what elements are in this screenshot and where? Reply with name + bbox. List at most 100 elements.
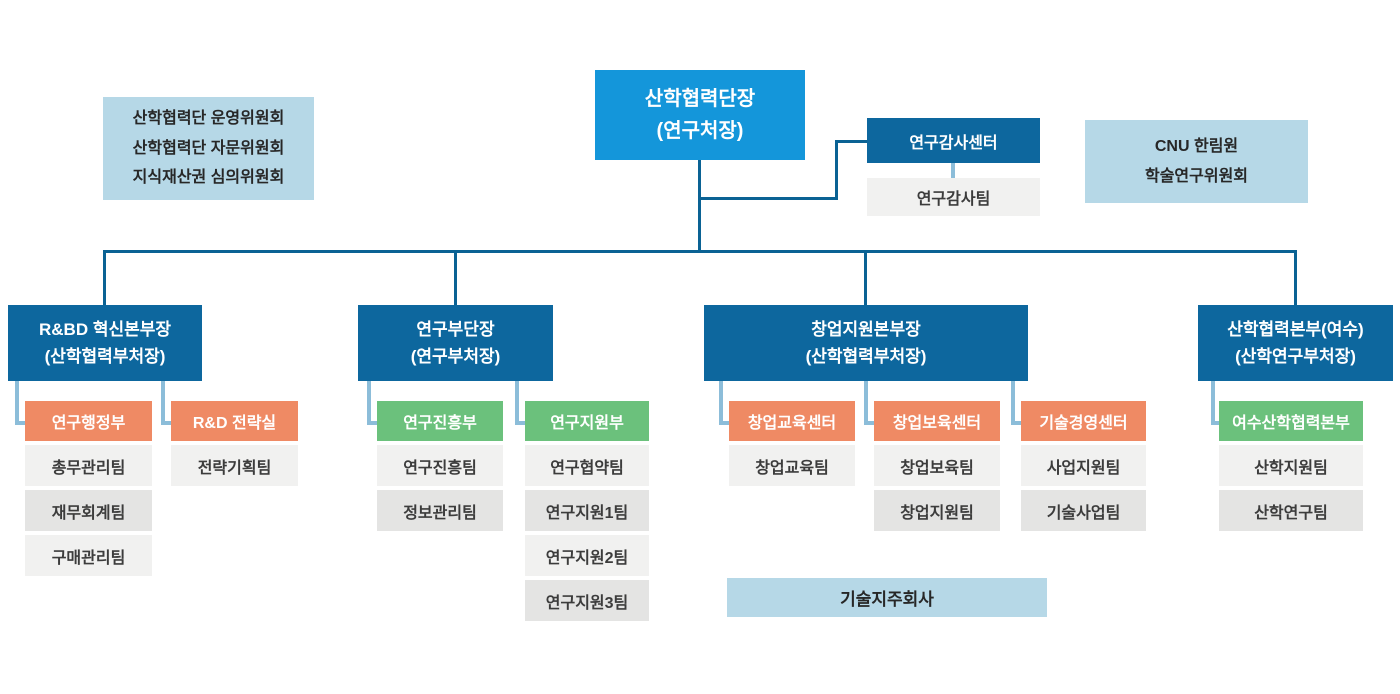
top-box-title-line1: 산학협력단장	[644, 88, 756, 110]
team-label: 연구지원2팀	[545, 549, 629, 567]
department-label: R&D 전략실	[192, 415, 277, 432]
connector-dept	[515, 381, 519, 425]
team-label: 창업보육팀	[900, 459, 974, 477]
team-row: 총무관리팀	[25, 445, 152, 486]
connector-audit-stub	[835, 140, 867, 143]
department-column: 여수산학협력본부 산학지원팀 산학연구팀	[1219, 401, 1363, 531]
team-row: 정보관리팀	[377, 490, 503, 531]
connector-top-vertical	[698, 160, 701, 252]
department-header: 여수산학협력본부	[1219, 401, 1363, 441]
tech-holding-label: 기술지주회사	[840, 590, 934, 609]
department-column: R&D 전략실 전략기획팀	[171, 401, 298, 486]
connector-branch4-vertical	[1294, 250, 1297, 305]
team-label: 산학연구팀	[1254, 504, 1328, 522]
branch-title-line2: (연구부처장)	[410, 347, 501, 366]
department-column: 창업교육센터 창업교육팀	[729, 401, 855, 486]
connector-dept	[864, 381, 868, 425]
audit-team-row: 연구감사팀	[867, 178, 1040, 216]
team-label: 총무관리팀	[51, 459, 126, 477]
team-row: 산학지원팀	[1219, 445, 1363, 486]
branch-title-line2: (산학협력부처장)	[805, 347, 927, 366]
team-label: 구매관리팀	[51, 549, 126, 567]
department-header: 연구지원부	[525, 401, 649, 441]
branch-head-box: R&BD 혁신본부장 (산학협력부처장)	[8, 305, 202, 381]
committee-line: 산학협력단 자문위원회	[132, 139, 285, 157]
department-header: 연구진흥부	[377, 401, 503, 441]
team-row: 사업지원팀	[1021, 445, 1146, 486]
department-column: 연구지원부 연구협약팀 연구지원1팀 연구지원2팀 연구지원3팀	[525, 401, 649, 621]
department-label: 기술경영센터	[1039, 415, 1128, 432]
department-label: 연구진흥부	[403, 415, 477, 432]
committees-box: 산학협력단 운영위원회 산학협력단 자문위원회 지식재산권 심의위원회	[103, 97, 314, 200]
team-row: 연구협약팀	[525, 445, 649, 486]
connector-dept-foot	[1211, 421, 1223, 425]
connector-branch2-vertical	[454, 250, 457, 305]
cnu-box: CNU 한림원 학술연구위원회	[1085, 120, 1308, 203]
team-row: 구매관리팀	[25, 535, 152, 576]
connector-dept	[15, 381, 19, 425]
team-label: 연구진흥팀	[403, 459, 477, 477]
cnu-line2: 학술연구위원회	[1144, 167, 1249, 185]
department-header: 연구행정부	[25, 401, 152, 441]
branch-head-box: 산학협력본부(여수) (산학연구부처장)	[1198, 305, 1393, 381]
team-row: 연구지원2팀	[525, 535, 649, 576]
connector-dept-foot	[1011, 421, 1023, 425]
department-header: 기술경영센터	[1021, 401, 1146, 441]
team-label: 연구협약팀	[550, 459, 624, 477]
team-label: 창업교육팀	[755, 459, 829, 477]
connector-audit-horizontal	[698, 197, 838, 200]
branch-title-line2: (산학협력부처장)	[44, 347, 166, 366]
department-header: R&D 전략실	[171, 401, 298, 441]
connector-dept-foot	[161, 421, 173, 425]
team-row: 연구진흥팀	[377, 445, 503, 486]
team-label: 창업지원팀	[900, 504, 974, 522]
department-label: 창업교육센터	[747, 415, 837, 432]
team-label: 재무회계팀	[51, 504, 126, 522]
branch-title-line1: 연구부단장	[416, 319, 495, 339]
cnu-line1: CNU 한림원	[1154, 137, 1239, 155]
branch-title-line1: R&BD 혁신본부장	[38, 319, 172, 339]
top-box-title-line2: (연구처장)	[656, 120, 744, 142]
department-label: 연구지원부	[550, 415, 624, 432]
branch-head-box: 창업지원본부장 (산학협력부처장)	[704, 305, 1028, 381]
audit-center-box: 연구감사센터	[867, 118, 1040, 163]
committee-line: 산학협력단 운영위원회	[132, 110, 285, 128]
team-row: 전략기획팀	[171, 445, 298, 486]
tech-holding-box: 기술지주회사	[727, 578, 1047, 617]
connector-trunk-horizontal	[103, 250, 1297, 253]
team-row: 재무회계팀	[25, 490, 152, 531]
department-header: 창업보육센터	[874, 401, 1000, 441]
connector-dept	[161, 381, 165, 425]
connector-dept-foot	[367, 421, 379, 425]
team-label: 산학지원팀	[1254, 459, 1328, 477]
team-label: 연구지원3팀	[545, 594, 629, 612]
team-label: 연구지원1팀	[545, 504, 629, 522]
department-label: 연구행정부	[51, 415, 126, 432]
team-label: 전략기획팀	[197, 459, 272, 477]
branch-title-line1: 산학협력본부(여수)	[1227, 319, 1364, 339]
connector-dept	[367, 381, 371, 425]
team-row: 창업교육팀	[729, 445, 855, 486]
connector-branch1-vertical	[103, 250, 106, 305]
department-header: 창업교육센터	[729, 401, 855, 441]
team-row: 기술사업팀	[1021, 490, 1146, 531]
connector-dept-foot	[15, 421, 27, 425]
audit-center-label: 연구감사센터	[909, 134, 998, 152]
team-row: 산학연구팀	[1219, 490, 1363, 531]
connector-audit-team	[951, 163, 955, 178]
department-column: 창업보육센터 창업보육팀 창업지원팀	[874, 401, 1000, 531]
top-box: 산학협력단장 (연구처장)	[595, 70, 805, 160]
department-label: 창업보육센터	[892, 415, 982, 432]
team-label: 사업지원팀	[1046, 459, 1121, 477]
connector-dept	[1211, 381, 1215, 425]
connector-dept-foot	[719, 421, 731, 425]
team-row: 연구지원3팀	[525, 580, 649, 621]
team-label: 정보관리팀	[403, 504, 477, 522]
department-column: 연구진흥부 연구진흥팀 정보관리팀	[377, 401, 503, 531]
department-label: 여수산학협력본부	[1232, 415, 1350, 432]
team-row: 창업지원팀	[874, 490, 1000, 531]
connector-dept	[719, 381, 723, 425]
branch-title-line1: 창업지원본부장	[811, 319, 921, 339]
connector-dept	[1011, 381, 1015, 425]
